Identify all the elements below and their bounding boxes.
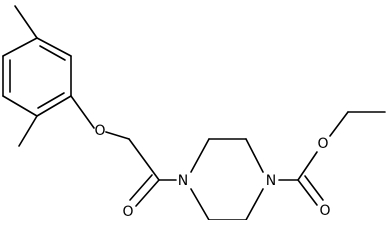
piperazine-bond-3 xyxy=(245,138,264,173)
ethoxy-ch2-bond xyxy=(329,111,349,137)
ketone-oxygen-label: O xyxy=(122,204,133,220)
ring-bond-1 xyxy=(36,37,72,57)
ring-inner-bond-2 xyxy=(37,92,65,109)
piperazine-bond-6 xyxy=(190,188,210,220)
structure-canvas: O O N N O O xyxy=(2,5,386,220)
atom-ester-oxygen: O xyxy=(317,136,328,152)
ring-bond-4 xyxy=(2,95,38,117)
ether-oxygen-label: O xyxy=(94,123,105,139)
ester-single-bond xyxy=(297,151,318,181)
ester-oxygen-label: O xyxy=(317,136,328,152)
piperazine-nitrogen-right-label: N xyxy=(266,173,276,189)
ether-ch2-bond xyxy=(105,131,130,140)
atom-piperazine-nitrogen-right: N xyxy=(266,173,276,189)
ring-bond-6 xyxy=(2,37,38,57)
piperazine-nitrogen-left-label: N xyxy=(178,173,188,189)
ester-double-bond-b xyxy=(304,175,324,201)
piperazine-ring xyxy=(190,138,264,220)
ring-bond-3 xyxy=(36,95,72,117)
aryl-ether-bond xyxy=(70,95,95,129)
dimethylphenyl-ring xyxy=(2,37,72,117)
atom-ester-carbonyl-oxygen: O xyxy=(319,203,330,219)
ch2-carbonyl-bond xyxy=(128,138,160,181)
ester-carbonyl-oxygen-label: O xyxy=(319,203,330,219)
ring-inner-bond-1 xyxy=(39,45,66,61)
molecule-structure: O O N N O O xyxy=(2,5,386,220)
ketone-double-bond-b xyxy=(129,174,153,201)
ketone-double-bond-a xyxy=(135,179,160,207)
atom-piperazine-nitrogen-left: N xyxy=(178,173,188,189)
ester-double-bond-a xyxy=(297,179,318,206)
para-methyl-bond xyxy=(14,5,38,39)
atom-ketone-oxygen: O xyxy=(122,204,133,220)
atom-ether-oxygen: O xyxy=(94,123,105,139)
piperazine-bond-1 xyxy=(190,138,210,173)
ortho-methyl-bond xyxy=(18,115,38,147)
piperazine-bond-4 xyxy=(245,188,264,220)
